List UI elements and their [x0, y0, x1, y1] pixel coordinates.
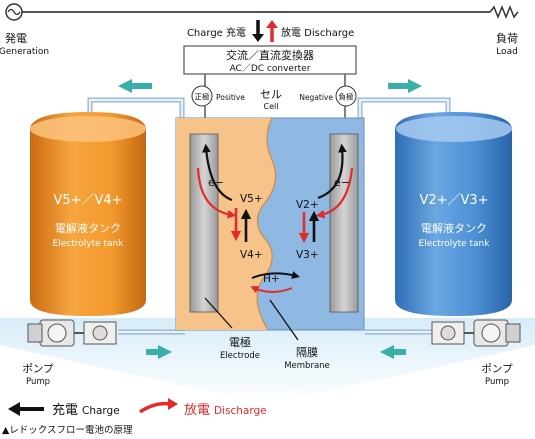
hplus-discharge-arrow [250, 285, 293, 294]
legend: 充電 Charge 放電 Discharge [8, 398, 267, 418]
flow-arrow-left [118, 79, 152, 93]
converter-en: AC／DC converter [230, 63, 311, 74]
left-tank-en: Electrolyte tank [53, 239, 125, 249]
legend-discharge-ja: 放電 [184, 403, 210, 418]
right-electron-charge-arrow [317, 143, 347, 200]
negative-en: Negative [299, 93, 333, 102]
converter-box [183, 45, 357, 75]
right-ion-bottom: V3+ [296, 249, 319, 261]
load-resistor-icon [489, 4, 519, 20]
generation-ja: 発電 [5, 31, 27, 45]
negative-ja: 負極 [339, 92, 354, 102]
caption: ▲レドックスフロー電池の原理 [2, 424, 133, 436]
negative-electrode [329, 133, 359, 313]
base-shadow [0, 318, 535, 405]
electrode-pointer [204, 297, 233, 329]
discharge-top-label: 放電 Discharge [281, 26, 354, 39]
right-tank-ja: 電解液タンク [421, 221, 487, 235]
right-ion-top: V2+ [296, 199, 319, 211]
right-tank-en: Electrolyte tank [419, 239, 491, 249]
pump-right-ja: ポンプ [481, 363, 513, 375]
legend-charge-en: Charge [82, 405, 120, 417]
converter-ja: 交流／直流変換器 [226, 48, 314, 62]
generation-en: Generation [0, 47, 49, 57]
hplus-charge-arrow [251, 271, 300, 279]
legend-charge-ja: 充電 [52, 402, 78, 418]
flow-arrow-right [388, 79, 422, 93]
membrane-line [256, 117, 277, 331]
load-ja: 負荷 [496, 32, 518, 45]
membrane-ja: 隔膜 [296, 346, 318, 359]
left-ion-bottom: V4+ [240, 249, 263, 261]
electrode-ja: 電極 [229, 335, 251, 349]
load-en: Load [496, 47, 518, 57]
pump-left-en: Pump [26, 377, 50, 387]
positive-ja: 正極 [195, 92, 210, 102]
right-pump-icon [431, 319, 521, 347]
electrode-en: Electrode [220, 351, 260, 361]
left-electron-charge-arrow [202, 143, 233, 202]
membrane-en: Membrane [284, 361, 330, 371]
left-electron-discharge-arrow [196, 167, 237, 219]
positive-electrode [189, 133, 219, 313]
left-ion-top: V5+ [240, 193, 263, 205]
flow-arrow-bottom-right [380, 345, 406, 359]
left-pump-icon [27, 319, 117, 347]
cell-ja: セル [260, 88, 282, 101]
flow-arrow-bottom-left [146, 345, 172, 359]
positive-badge [191, 85, 213, 107]
pump-right-en: Pump [485, 377, 509, 387]
left-tank [30, 112, 146, 316]
pump-left-ja: ポンプ [22, 363, 54, 375]
right-electron-discharge-arrow [315, 167, 354, 219]
left-electron: e− [208, 176, 224, 189]
legend-discharge-en: Discharge [214, 405, 267, 417]
right-electron: e− [334, 176, 350, 189]
membrane-pointer [269, 299, 299, 341]
right-tank-ions: V2+／V3+ [419, 193, 488, 208]
left-tank-ja: 電解液タンク [55, 221, 121, 235]
positive-en: Positive [216, 93, 245, 102]
left-tank-ions: V5+／V4+ [53, 193, 122, 208]
legend-discharge-arrow [139, 401, 171, 414]
hplus-label: H+ [263, 273, 280, 285]
negative-badge [335, 85, 357, 107]
cell-en: Cell [264, 102, 279, 111]
charge-top-label: Charge 充電 [187, 26, 246, 39]
right-tank [395, 112, 512, 316]
